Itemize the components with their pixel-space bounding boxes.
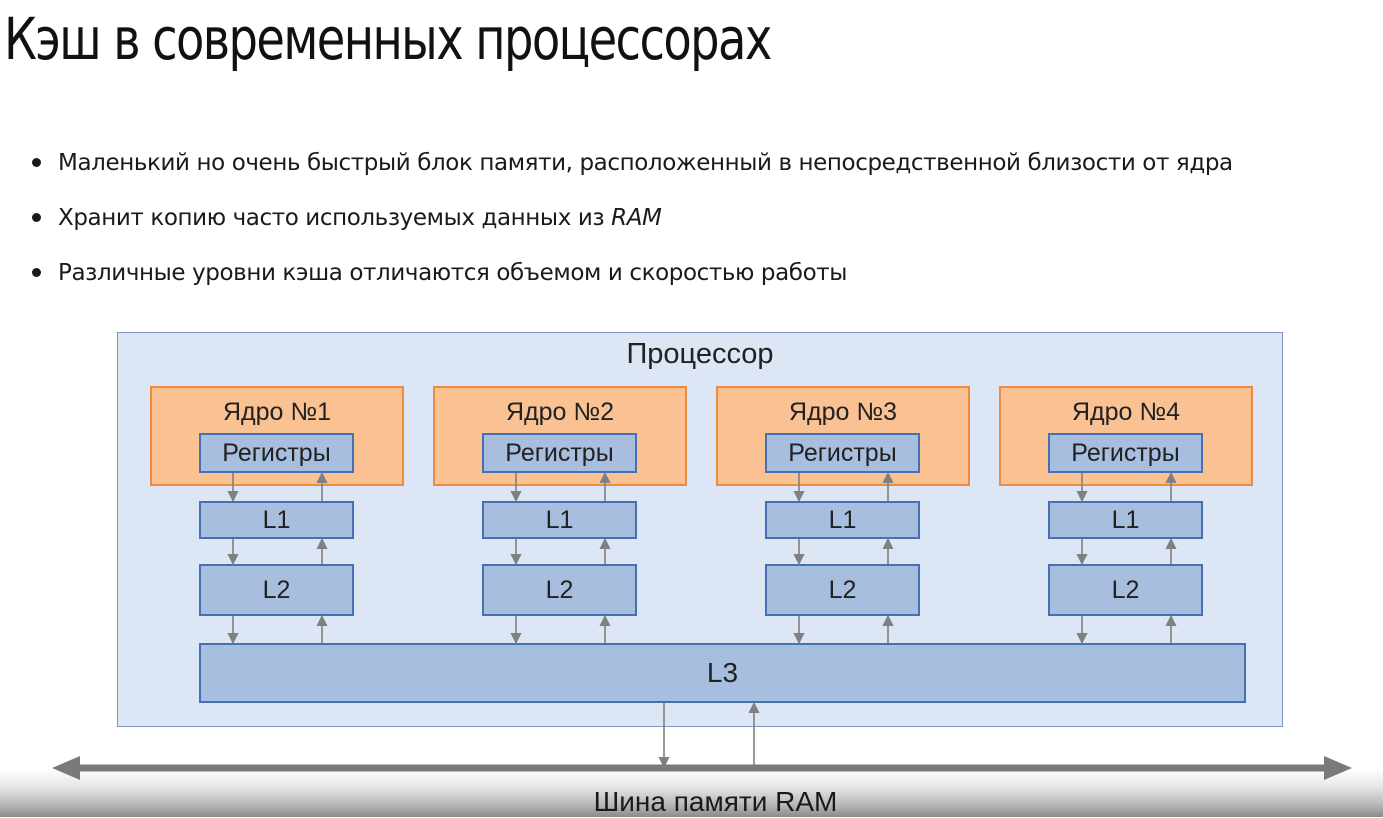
memory-bus-label: Шина памяти RAM (593, 786, 838, 817)
l3-cache-box: L3 (199, 643, 1246, 703)
bullet-list: Маленький но очень быстрый блок памяти, … (30, 145, 1233, 310)
bullet-text: Маленький но очень быстрый блок памяти, … (58, 150, 1233, 176)
bullet-dot-icon (32, 213, 41, 222)
l1-cache-box: L1 (482, 501, 637, 539)
l2-cache-box: L2 (199, 564, 354, 616)
core-label: Ядро №1 (222, 398, 332, 426)
bullet-text: Хранит копию часто используемых данных и… (58, 205, 612, 231)
registers-box: Регистры (199, 433, 354, 473)
bullet-dot-icon (32, 268, 41, 277)
memory-bus-band (0, 770, 1383, 817)
l2-cache-box: L2 (765, 564, 920, 616)
core-label: Ядро №4 (1071, 398, 1181, 426)
registers-box: Регистры (482, 433, 637, 473)
bullet-emphasis: RAM (611, 205, 662, 231)
registers-box: Регистры (765, 433, 920, 473)
l1-cache-box: L1 (1048, 501, 1203, 539)
bullet-dot-icon (32, 158, 41, 167)
bullet-item: Различные уровни кэша отличаются объемом… (30, 255, 1233, 310)
core-label: Ядро №3 (788, 398, 898, 426)
processor-label: Процессор (626, 338, 774, 370)
l1-cache-box: L1 (765, 501, 920, 539)
l2-cache-box: L2 (1048, 564, 1203, 616)
l2-cache-box: L2 (482, 564, 637, 616)
l1-cache-box: L1 (199, 501, 354, 539)
bullet-item: Маленький но очень быстрый блок памяти, … (30, 145, 1233, 200)
bus-left-arrowhead-icon (52, 756, 80, 780)
core-label: Ядро №2 (505, 398, 615, 426)
slide-title: Кэш в современных процессорах (4, 5, 772, 73)
registers-box: Регистры (1048, 433, 1203, 473)
bullet-text: Различные уровни кэша отличаются объемом… (58, 260, 848, 286)
bus-right-arrowhead-icon (1324, 756, 1352, 780)
bullet-item: Хранит копию часто используемых данных и… (30, 200, 1233, 255)
